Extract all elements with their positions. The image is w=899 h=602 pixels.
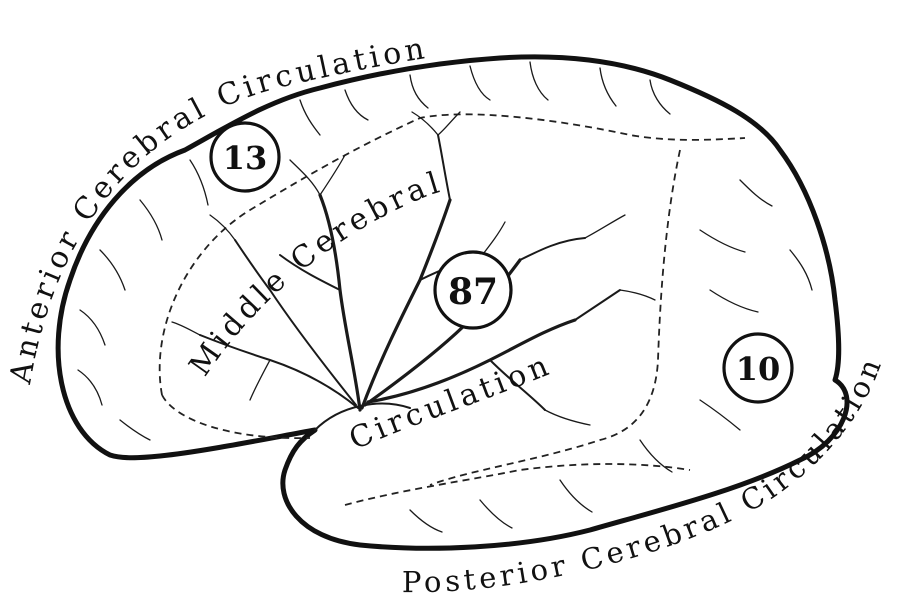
posterior-percentage-badge: 10	[724, 334, 792, 402]
middle-percentage-badge: 87	[435, 252, 511, 328]
middle-percentage-value: 87	[448, 271, 498, 313]
anterior-percentage-badge: 13	[211, 123, 279, 191]
posterior-percentage-value: 10	[736, 350, 781, 388]
anterior-percentage-value: 13	[223, 139, 268, 177]
